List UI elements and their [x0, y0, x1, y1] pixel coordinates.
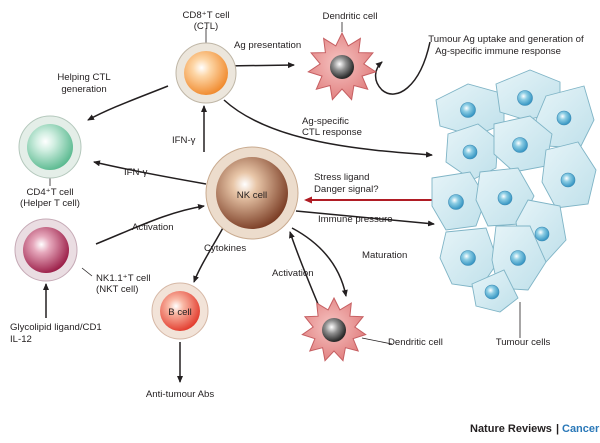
- arrow-ag-specific-ctl: [223, 99, 433, 158]
- leader-nkt: [81, 267, 93, 277]
- tumour-cells-label: Tumour cells: [496, 337, 551, 348]
- brand-separator: |: [556, 423, 559, 435]
- ag-specific-label-1: Ag-specific: [302, 116, 349, 127]
- cd4-subtitle: (Helper T cell): [20, 198, 80, 209]
- helping-ctl-label-2: generation: [61, 84, 106, 95]
- nkt-subtitle: (NKT cell): [96, 284, 138, 295]
- arrow-cytokines: [193, 225, 225, 283]
- brand-journal: Nature Reviews: [470, 423, 552, 435]
- ifn-horizontal-label: IFN-γ: [124, 167, 148, 178]
- leader-dc-bottom: [361, 337, 393, 345]
- tumour-cluster: [431, 69, 597, 313]
- arrow-ag-presentation: [217, 62, 295, 70]
- anti-tumour-abs-label: Anti-tumour Abs: [146, 389, 214, 400]
- arrow-tumour-ag-uptake: [374, 41, 431, 95]
- maturation-label: Maturation: [362, 250, 407, 261]
- stress-ligand-label-1: Stress ligand: [314, 172, 369, 183]
- arrow-maturation: [291, 227, 348, 297]
- cytokines-label: Cytokines: [204, 243, 246, 254]
- glycolipid-label-2: IL-12: [10, 334, 32, 345]
- dendritic-cell-top: [307, 31, 377, 101]
- cd4-t-cell: [18, 115, 82, 179]
- cd4-title: CD4⁺T cell: [26, 187, 73, 198]
- cd8-t-cell: [175, 42, 237, 104]
- b-cell: [151, 282, 209, 340]
- immune-pressure-label: Immune pressure: [318, 214, 393, 225]
- tumour-ag-label-2: Ag-specific immune response: [435, 46, 561, 57]
- stress-ligand-label-2: Danger signal?: [314, 184, 379, 195]
- b-cell-label: B cell: [168, 307, 191, 318]
- dc-bottom-label: Dendritic cell: [388, 337, 443, 348]
- glycolipid-label-1: Glycolipid ligand/CD1: [10, 322, 102, 333]
- arrow-immune-pressure: [295, 210, 435, 227]
- connectors: [43, 22, 521, 383]
- nk-cell: [205, 146, 299, 240]
- activation-nkt-label: Activation: [132, 222, 174, 233]
- ag-presentation-label: Ag presentation: [234, 40, 301, 51]
- ag-specific-label-2: CTL response: [302, 127, 362, 138]
- ifn-vertical-label: IFN-γ: [172, 135, 196, 146]
- arrow-activation-nkt: [95, 204, 205, 245]
- dendritic-cell-bottom: [301, 296, 367, 362]
- cd8-title: CD8⁺T cell: [182, 10, 229, 21]
- dc-top-label: Dendritic cell: [323, 11, 378, 22]
- nkt-cell: [14, 218, 78, 282]
- nkt-title: NK1.1⁺T cell: [96, 273, 150, 284]
- brand-section: Cancer: [562, 423, 600, 435]
- tumour-nuclei: [448, 90, 576, 300]
- activation-dc-label: Activation: [272, 268, 314, 279]
- arrow-ifn-horizontal: [93, 160, 207, 185]
- tumour-ag-label-1: Tumour Ag uptake and generation of: [428, 34, 584, 45]
- helping-ctl-label-1: Helping CTL: [57, 72, 111, 83]
- cd8-subtitle: (CTL): [194, 21, 219, 32]
- arrow-activation-dc: [289, 231, 319, 305]
- nk-label: NK cell: [237, 190, 267, 201]
- arrow-helping-ctl: [87, 85, 169, 121]
